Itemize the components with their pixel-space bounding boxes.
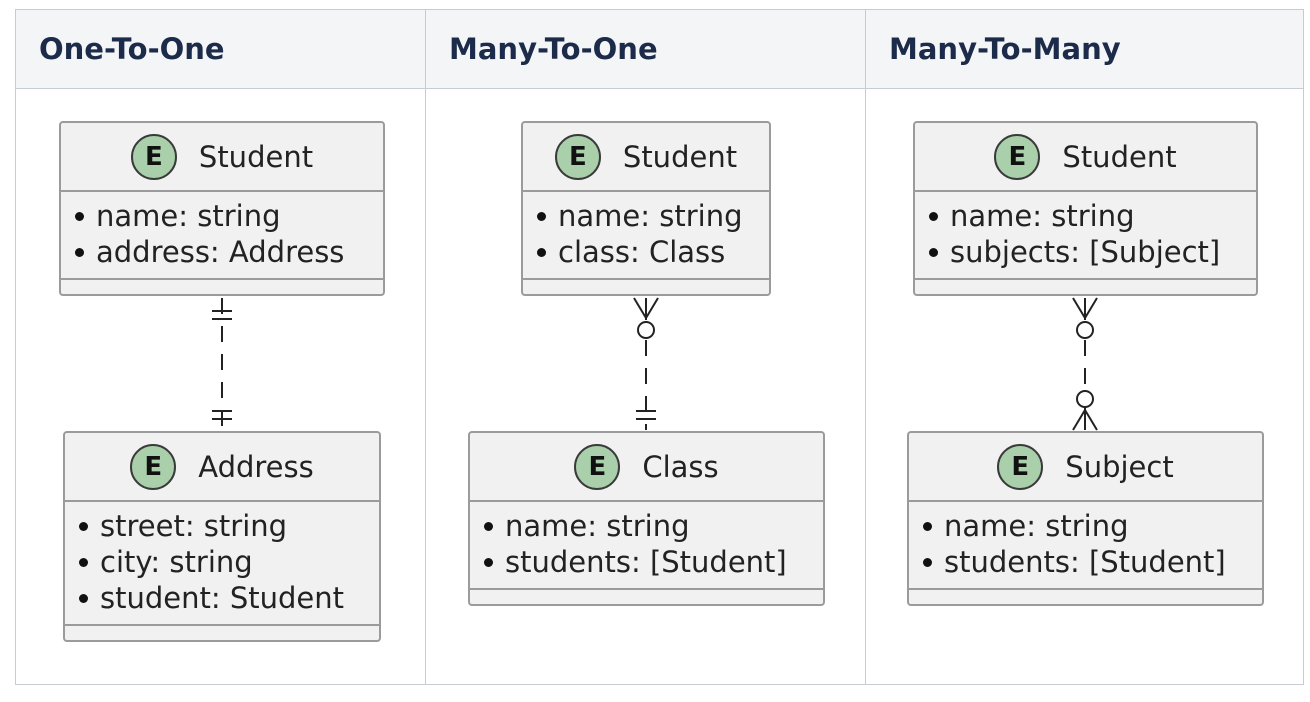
entity-header: E Address <box>65 433 379 502</box>
entity-name: Student <box>198 139 314 174</box>
entity-name: Subject <box>1065 449 1174 484</box>
bullet-icon <box>484 557 493 567</box>
attribute-text: address: Address <box>96 235 345 269</box>
entity-methods-section <box>61 280 383 294</box>
attribute: students: [Student] <box>923 544 1262 580</box>
column-one-to-one: One-To-One <box>16 10 425 684</box>
entity-badge-icon: E <box>130 133 177 180</box>
entity-attributes: name: string students: [Student] <box>470 502 823 590</box>
entity-methods-section <box>909 590 1262 604</box>
entity-badge-icon: E <box>997 443 1044 490</box>
column-header: Many-To-One <box>426 10 865 89</box>
entity-attributes: name: string class: Class <box>523 192 769 280</box>
bullet-icon <box>75 247 84 257</box>
entity-badge-icon: E <box>130 443 177 490</box>
entity-header: E Student <box>915 123 1256 192</box>
attribute: street: string <box>79 508 379 544</box>
attribute-text: subjects: [Subject] <box>950 235 1221 269</box>
attribute-text: students: [Student] <box>505 545 787 579</box>
attribute-text: name: string <box>944 509 1129 543</box>
bullet-icon <box>484 521 493 531</box>
entity-attributes: name: string students: [Student] <box>909 502 1262 590</box>
attribute-text: street: string <box>100 509 288 543</box>
bullet-icon <box>537 247 546 257</box>
column-heading: Many-To-One <box>449 32 658 66</box>
entity-subject: E Subject name: string students: [Studen… <box>907 431 1264 606</box>
entity-student: E Student name: string subjects: [Subjec… <box>913 121 1258 296</box>
entity-header: E Student <box>61 123 383 192</box>
bullet-icon <box>79 521 88 531</box>
relationships-table: One-To-One Many-To-One Many-To-Many <box>15 9 1304 685</box>
attribute: name: string <box>537 198 769 234</box>
entity-name: Class <box>642 449 719 484</box>
entity-methods-section <box>523 280 769 294</box>
entity-student: E Student name: string class: Class <box>521 121 771 296</box>
attribute-text: class: Class <box>558 235 726 269</box>
entity-header: E Subject <box>909 433 1262 502</box>
attribute: city: string <box>79 544 379 580</box>
entity-methods-section <box>470 590 823 604</box>
attribute: name: string <box>484 508 823 544</box>
column-many-to-many: Many-To-Many <box>865 10 1303 684</box>
attribute: name: string <box>929 198 1256 234</box>
entity-badge-icon: E <box>994 133 1041 180</box>
attribute-text: name: string <box>96 199 281 233</box>
bullet-icon <box>929 247 938 257</box>
entity-badge-icon: E <box>554 133 601 180</box>
entity-badge-icon: E <box>574 443 621 490</box>
attribute-text: students: [Student] <box>944 545 1226 579</box>
entity-header: E Class <box>470 433 823 502</box>
bullet-icon <box>537 211 546 221</box>
bullet-icon <box>923 557 932 567</box>
attribute-text: name: string <box>505 509 690 543</box>
attribute: address: Address <box>75 234 383 270</box>
attribute: student: Student <box>79 580 379 616</box>
entity-header: E Student <box>523 123 769 192</box>
bullet-icon <box>923 521 932 531</box>
entity-address: E Address street: string city: string st… <box>63 431 381 642</box>
entity-attributes: street: string city: string student: Stu… <box>65 502 379 626</box>
entity-name: Student <box>1062 139 1177 174</box>
attribute: students: [Student] <box>484 544 823 580</box>
attribute-text: name: string <box>950 199 1135 233</box>
attribute: class: Class <box>537 234 769 270</box>
column-heading: One-To-One <box>39 32 225 66</box>
column-many-to-one: Many-To-One <box>425 10 865 684</box>
attribute: subjects: [Subject] <box>929 234 1256 270</box>
entity-student: E Student name: string address: Address <box>59 121 385 296</box>
attribute-text: city: string <box>100 545 253 579</box>
bullet-icon <box>929 211 938 221</box>
entity-class: E Class name: string students: [Student] <box>468 431 825 606</box>
entity-attributes: name: string subjects: [Subject] <box>915 192 1256 280</box>
entity-methods-section <box>915 280 1256 294</box>
column-header: One-To-One <box>16 10 425 89</box>
bullet-icon <box>79 593 88 603</box>
attribute-text: name: string <box>558 199 743 233</box>
attribute: name: string <box>923 508 1262 544</box>
bullet-icon <box>79 557 88 567</box>
entity-attributes: name: string address: Address <box>61 192 383 280</box>
column-header: Many-To-Many <box>866 10 1303 89</box>
entity-methods-section <box>65 626 379 640</box>
attribute-text: student: Student <box>100 581 345 615</box>
column-heading: Many-To-Many <box>889 32 1121 66</box>
attribute: name: string <box>75 198 383 234</box>
entity-name: Address <box>198 449 314 484</box>
entity-name: Student <box>622 139 738 174</box>
bullet-icon <box>75 211 84 221</box>
